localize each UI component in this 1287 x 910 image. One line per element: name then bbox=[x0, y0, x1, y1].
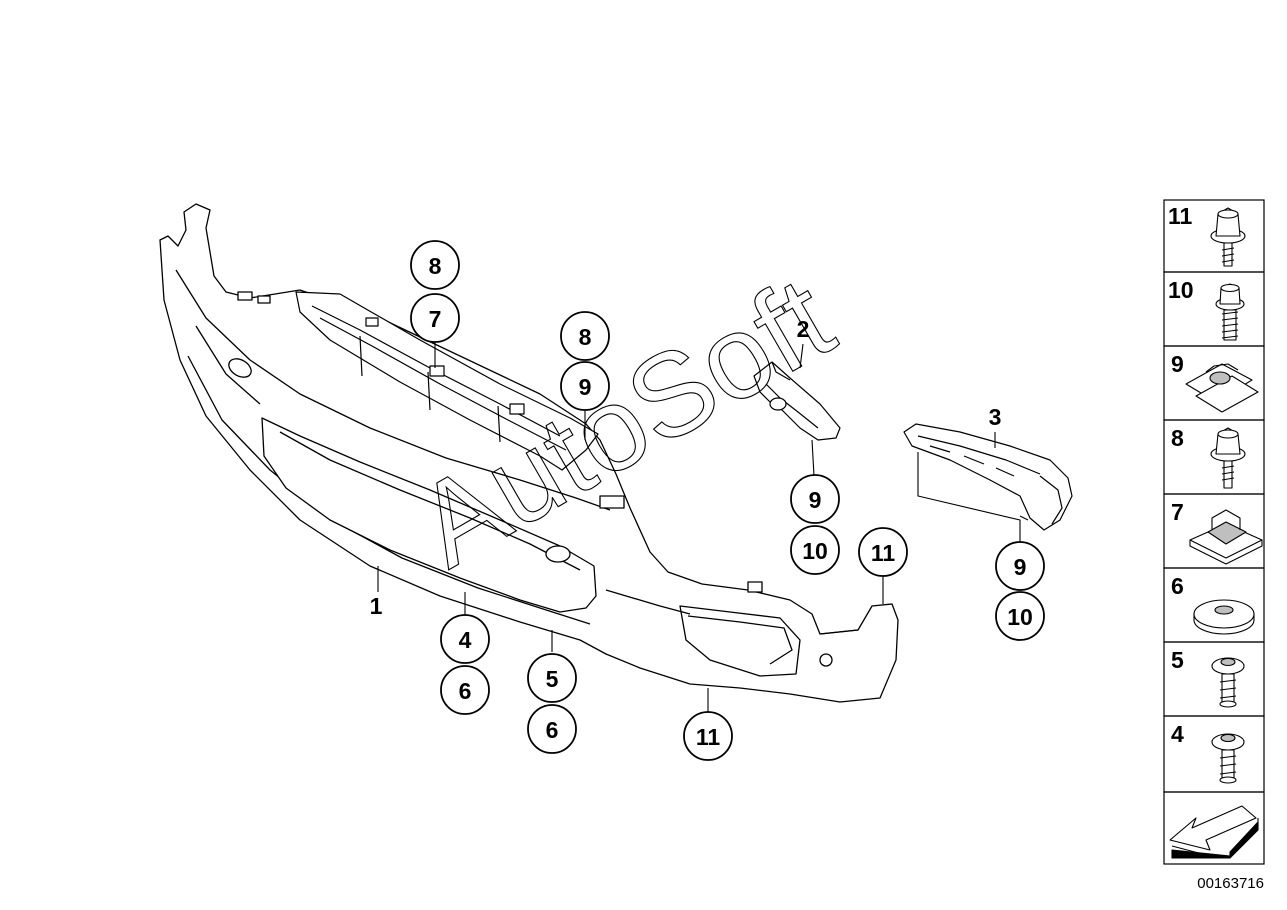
callout-circle bbox=[440, 614, 490, 664]
callout-circle bbox=[410, 293, 460, 343]
legend-label-10: 10 bbox=[1168, 277, 1194, 303]
callout-8-grille: 8 bbox=[579, 324, 592, 350]
callout-circle bbox=[683, 711, 733, 761]
part-numbers: 1 2 3 bbox=[370, 316, 1002, 619]
bracket-part-2 bbox=[753, 361, 841, 441]
legend-panel bbox=[1163, 199, 1265, 865]
washer-icon bbox=[1193, 599, 1255, 635]
callout-5: 5 bbox=[546, 666, 559, 692]
callout-11-right: 11 bbox=[871, 540, 896, 566]
callout-circle bbox=[995, 541, 1045, 591]
callout-circle bbox=[858, 527, 908, 577]
legend-label-7: 7 bbox=[1171, 499, 1184, 525]
callout-circle bbox=[527, 704, 577, 754]
callout-circle bbox=[560, 311, 610, 361]
callout-8-top: 8 bbox=[429, 253, 442, 279]
callout-4: 4 bbox=[459, 627, 472, 653]
callout-circle bbox=[527, 653, 577, 703]
callout-labels: 8 7 8 9 9 10 11 9 10 4 6 5 6 11 bbox=[429, 253, 1033, 750]
spring-nut-icon bbox=[1185, 363, 1259, 413]
leader-lines bbox=[377, 342, 1029, 712]
callout-6-right: 6 bbox=[546, 717, 559, 743]
callout-circle bbox=[440, 665, 490, 715]
legend-label-11: 11 bbox=[1168, 203, 1193, 229]
legend-label-6: 6 bbox=[1171, 573, 1184, 599]
legend-cell-arrow bbox=[1163, 791, 1265, 865]
legend-labels: 11 10 9 8 7 6 5 4 bbox=[1168, 203, 1194, 747]
callout-7: 7 bbox=[429, 306, 442, 332]
part-number-2: 2 bbox=[797, 316, 810, 342]
callout-10-bracket: 10 bbox=[802, 538, 828, 564]
torx-screw-icon bbox=[1211, 657, 1245, 708]
grille-carrier bbox=[295, 291, 599, 471]
callout-6-left: 6 bbox=[459, 678, 472, 704]
hex-bolt-icon bbox=[1215, 283, 1245, 341]
square-grommet-icon bbox=[1189, 509, 1263, 565]
legend-label-5: 5 bbox=[1171, 647, 1184, 673]
callout-circle bbox=[410, 240, 460, 290]
callout-9-grille: 9 bbox=[579, 374, 592, 400]
callout-10-guide: 10 bbox=[1007, 604, 1033, 630]
callout-circle bbox=[995, 591, 1045, 641]
hex-flange-bolt-icon bbox=[1210, 207, 1246, 267]
torx-bolt-icon bbox=[1211, 733, 1245, 784]
legend-label-9: 9 bbox=[1171, 351, 1184, 377]
part-number-3: 3 bbox=[989, 404, 1002, 430]
callout-9-bracket: 9 bbox=[809, 487, 822, 513]
collar-bolt-icon bbox=[1210, 427, 1246, 489]
callout-circle bbox=[790, 525, 840, 575]
part-number-1: 1 bbox=[370, 593, 383, 619]
callout-9-guide: 9 bbox=[1014, 554, 1027, 580]
callout-group bbox=[410, 240, 1045, 761]
front-direction-arrow-icon bbox=[1169, 805, 1259, 859]
guide-part-3 bbox=[903, 423, 1073, 531]
callout-circle bbox=[560, 361, 610, 411]
callout-circle bbox=[790, 474, 840, 524]
callout-11-bottom: 11 bbox=[696, 724, 721, 750]
legend-label-8: 8 bbox=[1171, 425, 1184, 451]
legend-label-4: 4 bbox=[1171, 721, 1184, 747]
diagram-code: 00163716 bbox=[1197, 875, 1264, 892]
